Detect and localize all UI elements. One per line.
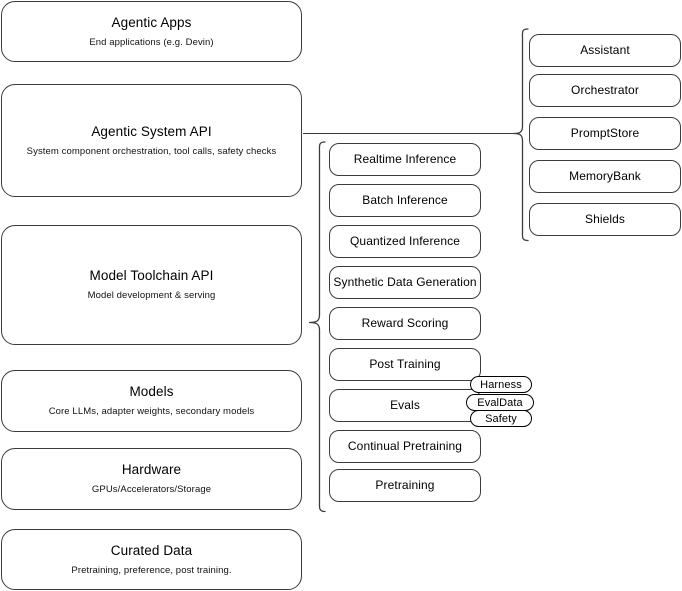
component-orchestrator[interactable]: Orchestrator xyxy=(529,74,681,107)
capability-label: Pretraining xyxy=(375,478,435,492)
capability-label: Quantized Inference xyxy=(350,234,460,248)
component-assistant[interactable]: Assistant xyxy=(529,34,681,67)
brace-agentic-components xyxy=(513,28,529,242)
capability-batch-inference[interactable]: Batch Inference xyxy=(329,184,481,217)
layer-subtitle: System component orchestration, tool cal… xyxy=(26,145,277,157)
capability-label: Reward Scoring xyxy=(361,316,449,330)
layer-subtitle: GPUs/Accelerators/Storage xyxy=(91,484,212,495)
capability-pretraining[interactable]: Pretraining xyxy=(329,469,481,502)
evals-badge-harness[interactable]: Harness xyxy=(470,376,532,393)
capability-label: Continual Pretraining xyxy=(347,439,463,453)
evals-badge-safety[interactable]: Safety xyxy=(470,410,532,427)
layer-agentic-apps[interactable]: Agentic Apps End applications (e.g. Devi… xyxy=(1,1,302,62)
layer-hardware[interactable]: Hardware GPUs/Accelerators/Storage xyxy=(1,448,302,510)
evals-badge-evaldata[interactable]: EvalData xyxy=(466,394,534,411)
layer-curated-data[interactable]: Curated Data Pretraining, preference, po… xyxy=(1,529,302,590)
layer-models[interactable]: Models Core LLMs, adapter weights, secon… xyxy=(1,370,302,432)
component-label: MemoryBank xyxy=(569,169,641,183)
capability-label: Post Training xyxy=(369,357,441,371)
capability-realtime-inference[interactable]: Realtime Inference xyxy=(329,143,481,176)
component-memorybank[interactable]: MemoryBank xyxy=(529,160,681,193)
layer-model-toolchain-api[interactable]: Model Toolchain API Model development & … xyxy=(1,225,302,345)
brace-toolchain-capabilities xyxy=(308,141,326,513)
capability-synthetic-data-generation[interactable]: Synthetic Data Generation xyxy=(329,266,481,299)
layer-title: Model Toolchain API xyxy=(89,268,214,284)
layer-subtitle: Core LLMs, adapter weights, secondary mo… xyxy=(48,406,255,417)
capability-reward-scoring[interactable]: Reward Scoring xyxy=(329,307,481,340)
capability-post-training[interactable]: Post Training xyxy=(329,348,481,381)
component-promptstore[interactable]: PromptStore xyxy=(529,117,681,150)
component-label: Assistant xyxy=(580,43,630,57)
layer-subtitle: End applications (e.g. Devin) xyxy=(89,36,214,48)
capability-quantized-inference[interactable]: Quantized Inference xyxy=(329,225,481,258)
component-label: PromptStore xyxy=(570,126,640,140)
layer-title: Curated Data xyxy=(110,542,193,558)
layer-title: Agentic System API xyxy=(91,123,212,139)
connector-agentic-system-to-components xyxy=(303,132,517,134)
capability-label: Realtime Inference xyxy=(353,152,457,166)
layer-title: Hardware xyxy=(121,462,182,478)
capability-label: Evals xyxy=(390,398,420,412)
component-shields[interactable]: Shields xyxy=(529,203,681,236)
layer-agentic-system-api[interactable]: Agentic System API System component orch… xyxy=(1,84,302,197)
capability-evals[interactable]: Evals xyxy=(329,389,481,422)
component-label: Orchestrator xyxy=(571,83,639,97)
capability-label: Batch Inference xyxy=(362,193,448,207)
capability-label: Synthetic Data Generation xyxy=(333,275,477,289)
component-label: Shields xyxy=(584,212,626,226)
capability-continual-pretraining[interactable]: Continual Pretraining xyxy=(329,430,481,463)
layer-title: Agentic Apps xyxy=(111,14,192,30)
layer-subtitle: Pretraining, preference, post training. xyxy=(71,564,232,576)
layer-subtitle: Model development & serving xyxy=(87,290,216,301)
layer-title: Models xyxy=(129,384,174,400)
